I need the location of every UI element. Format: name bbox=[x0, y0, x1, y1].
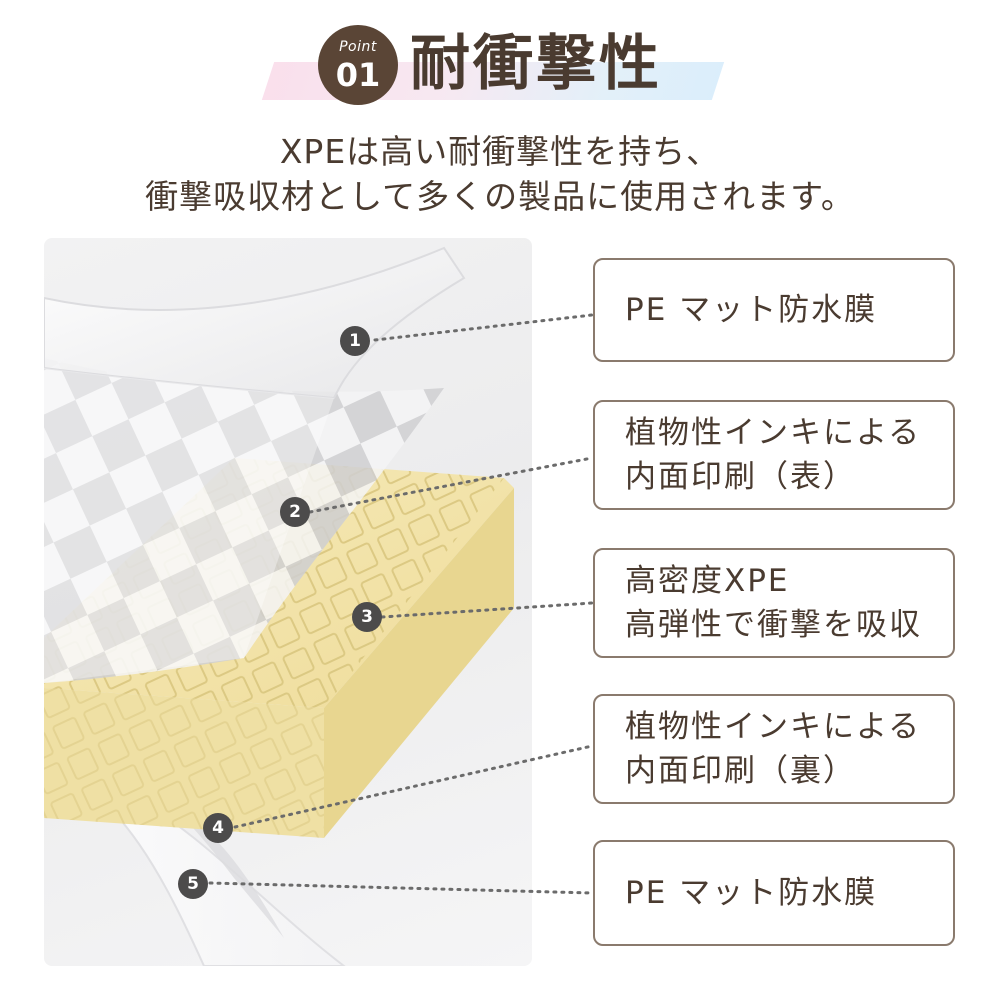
layer-label-3: 高密度XPE 高弾性で衝撃を吸収 bbox=[593, 548, 955, 658]
layer-label-3-line-2: 高弾性で衝撃を吸収 bbox=[625, 607, 922, 643]
layer-marker-2: 2 bbox=[280, 497, 310, 527]
layer-label-2: 植物性インキによる 内面印刷（表） bbox=[593, 400, 955, 510]
layer-label-1: PE マット防水膜 bbox=[593, 258, 955, 362]
layer-label-5-text: PE マット防水膜 bbox=[625, 875, 878, 911]
layer-marker-4: 4 bbox=[203, 813, 233, 843]
subtitle-line-1: XPEは高い耐衝撃性を持ち、 bbox=[279, 132, 721, 171]
layer-marker-1: 1 bbox=[340, 326, 370, 356]
layer-label-1-text: PE マット防水膜 bbox=[625, 292, 878, 328]
subtitle-line-2: 衝撃吸収材として多くの製品に使用されます。 bbox=[145, 177, 855, 216]
point-badge-number: 01 bbox=[335, 56, 381, 94]
header: Point 01 耐衝撃性 bbox=[0, 0, 1000, 120]
page-title: 耐衝撃性 bbox=[410, 29, 662, 99]
layer-label-4-line-1: 植物性インキによる bbox=[625, 709, 922, 745]
layer-label-4: 植物性インキによる 内面印刷（裏） bbox=[593, 694, 955, 804]
layer-label-2-line-1: 植物性インキによる bbox=[625, 415, 922, 451]
layer-label-4-line-2: 内面印刷（裏） bbox=[625, 753, 856, 789]
layer-label-3-line-1: 高密度XPE bbox=[625, 563, 790, 599]
point-badge: Point 01 bbox=[318, 25, 398, 105]
layer-marker-3: 3 bbox=[352, 602, 382, 632]
layer-label-5: PE マット防水膜 bbox=[593, 840, 955, 946]
mat-layers-drawing bbox=[44, 246, 514, 966]
mat-layers-illustration bbox=[44, 238, 532, 966]
layer-label-2-line-2: 内面印刷（表） bbox=[625, 459, 856, 495]
layer-marker-5: 5 bbox=[178, 869, 208, 899]
point-badge-word: Point bbox=[339, 39, 377, 55]
